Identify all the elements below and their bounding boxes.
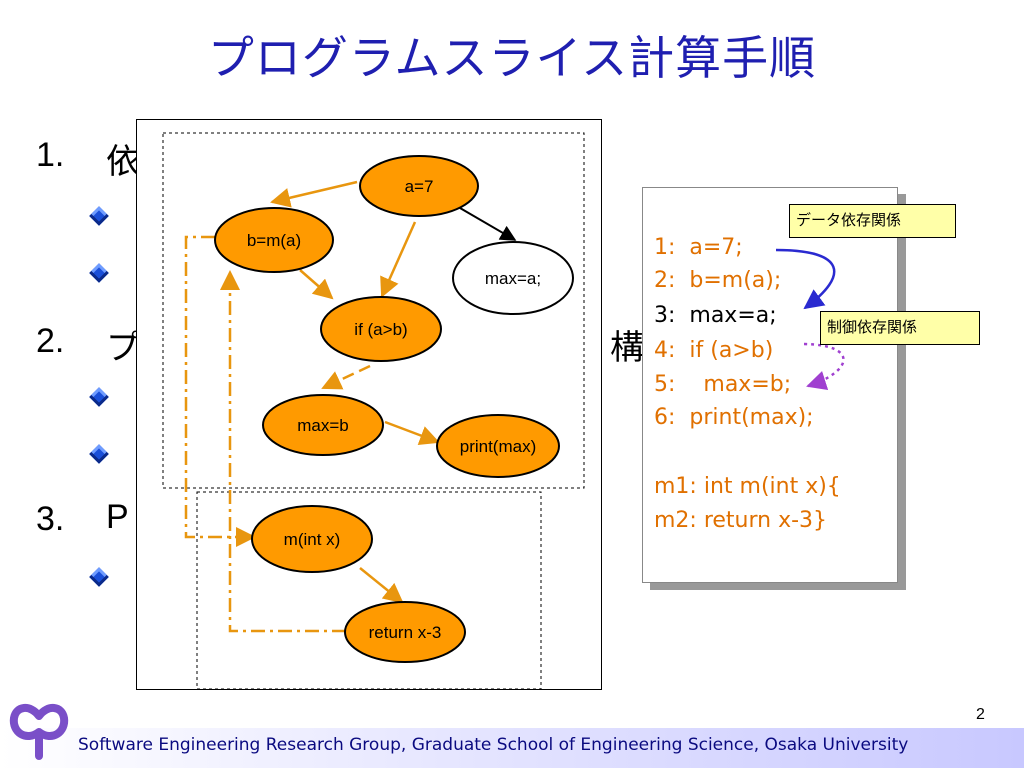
function-m-group — [196, 491, 542, 690]
list-item-2-fragment: プ — [106, 328, 140, 368]
edge-call-bma-to-mintx — [184, 235, 256, 547]
edge-a7-to-maxa — [459, 207, 517, 241]
node-bma-label: b=m(a) — [247, 231, 301, 250]
list-number-1: 1. — [36, 136, 65, 174]
list-item-3-fragment: P — [106, 498, 129, 536]
node-bma: b=m(a) — [214, 207, 334, 273]
code-line-5: 5: max=b; — [654, 372, 792, 397]
edge-a7-to-bma — [270, 180, 358, 208]
edge-a7-to-ifab — [380, 221, 417, 298]
list-number-2: 2. — [36, 322, 65, 360]
footer-text: Software Engineering Research Group, Gra… — [78, 735, 909, 755]
code-line-3: 3: max=a; — [654, 303, 777, 328]
footer-band — [0, 728, 1024, 768]
code-line-m2: m2: return x-3} — [654, 508, 828, 533]
list-item-2-fragment-right: 構 — [610, 328, 644, 368]
node-print: print(max) — [436, 414, 560, 478]
main-function-group — [162, 132, 585, 489]
node-maxa: max=a; — [452, 241, 574, 315]
code-line-m1: m1: int m(int x){ — [654, 474, 841, 499]
edge-mintx-to-ret — [359, 567, 404, 604]
dependence-graph-panel — [136, 119, 602, 690]
code-line-2: 2: b=m(a); — [654, 268, 782, 293]
node-ifab-label: if (a>b) — [354, 320, 407, 339]
node-ret-label: return x-3 — [369, 623, 442, 642]
node-print-label: print(max) — [460, 437, 537, 456]
node-a7: a=7 — [359, 155, 479, 217]
edge-ifab-to-maxb — [321, 364, 371, 390]
edge-bma-to-ifab — [299, 269, 334, 300]
edge-return-to-bma — [220, 270, 346, 633]
node-ret: return x-3 — [344, 601, 466, 663]
code-line-6: 6: print(max); — [654, 405, 814, 430]
code-line-1: 1: a=7; — [654, 235, 743, 260]
code-line-4: 4: if (a>b) — [654, 338, 774, 363]
data-dependence-callout: データ依存関係 — [789, 204, 956, 238]
list-item-1-fragment: 依 — [106, 142, 140, 182]
node-mintx-label: m(int x) — [284, 530, 341, 549]
control-dependence-callout: 制御依存関係 — [820, 311, 980, 345]
node-mintx: m(int x) — [251, 505, 373, 573]
list-number-3: 3. — [36, 500, 65, 538]
slide-title: プログラムスライス計算手順 — [207, 31, 817, 85]
node-ifab: if (a>b) — [320, 296, 442, 362]
node-a7-label: a=7 — [405, 177, 434, 196]
node-maxa-label: max=a; — [485, 269, 541, 288]
page-number: 2 — [976, 706, 985, 723]
university-logo-icon — [9, 704, 69, 760]
code-box — [642, 187, 898, 583]
node-maxb: max=b — [262, 394, 384, 456]
edge-maxb-to-print — [384, 420, 440, 446]
node-maxb-label: max=b — [297, 416, 349, 435]
